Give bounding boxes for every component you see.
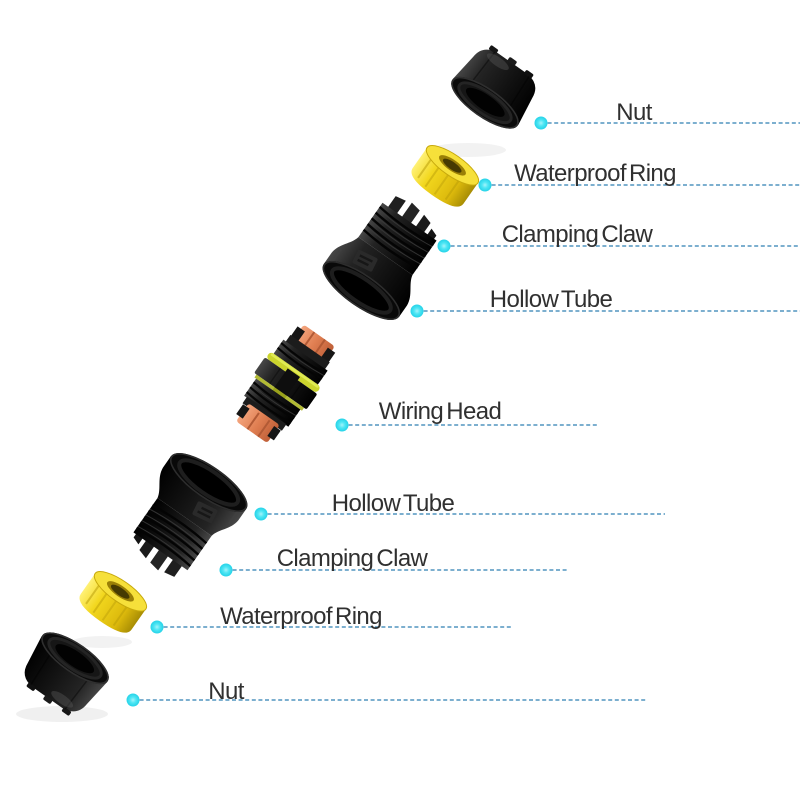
shadow — [16, 706, 108, 722]
shadow — [72, 636, 132, 648]
part-hollow-tube-bottom-with-clamping-claw — [111, 441, 258, 594]
callout-label-nut-bottom: Nut — [208, 678, 244, 705]
leader-nut-bottom — [126, 693, 647, 707]
callout-label-hollow-tube-bottom: Hollow Tube — [331, 490, 455, 517]
callout-label-waterproof-ring-bottom: Waterproof Ring — [220, 603, 382, 630]
callout-label-nut-top: Nut — [616, 99, 652, 126]
callout-label-hollow-tube-top: Hollow Tube — [489, 286, 613, 313]
marker-dot — [126, 693, 140, 707]
leader-clamping-claw-top — [437, 239, 800, 253]
marker-dot — [150, 620, 164, 634]
leader-hollow-tube-top — [410, 304, 800, 318]
callout-label-clamping-claw-bottom: Clamping Claw — [276, 545, 428, 572]
leader-wiring-head — [335, 418, 598, 432]
marker-dot — [335, 418, 349, 432]
leader-waterproof-ring-bottom — [150, 620, 512, 634]
callout-label-waterproof-ring-top: Waterproof Ring — [514, 160, 676, 187]
part-waterproof-ring-bottom — [73, 563, 153, 640]
marker-dot — [437, 239, 451, 253]
callout-label-wiring-head: Wiring Head — [378, 398, 502, 425]
leader-hollow-tube-bottom — [254, 507, 665, 521]
part-hollow-tube-top-with-clamping-claw — [312, 179, 459, 332]
marker-dot — [534, 116, 548, 130]
callout-label-clamping-claw-top: Clamping Claw — [501, 221, 653, 248]
part-wiring-head — [224, 316, 347, 452]
marker-dot — [410, 304, 424, 318]
leader-waterproof-ring-top — [478, 178, 800, 192]
marker-dot — [478, 178, 492, 192]
marker-dot — [254, 507, 268, 521]
leader-clamping-claw-bottom — [219, 563, 567, 577]
marker-dot — [219, 563, 233, 577]
leader-nut-top — [534, 116, 800, 130]
part-nut-top — [442, 35, 550, 140]
